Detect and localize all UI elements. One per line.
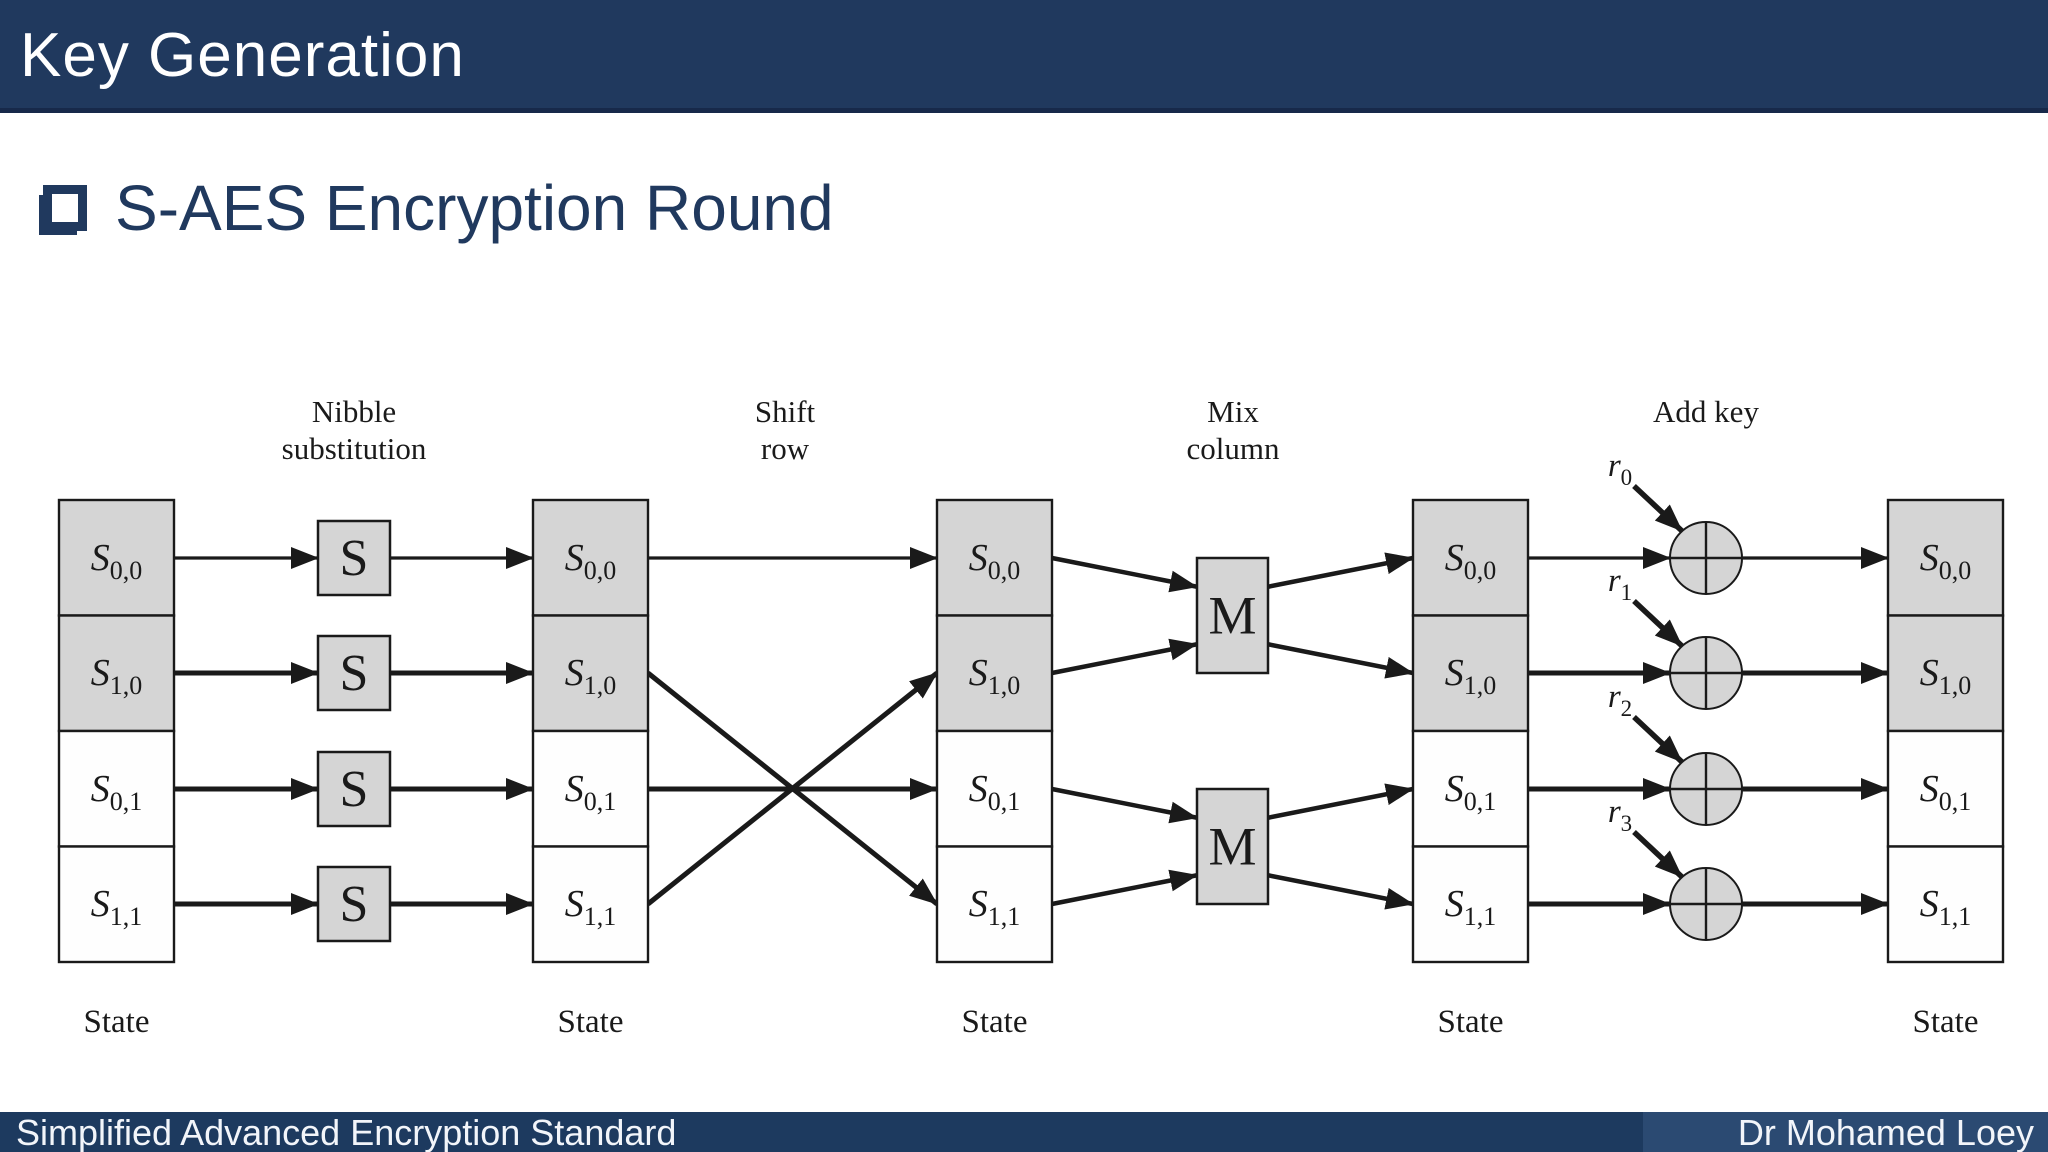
section-title: S-AES Encryption Round xyxy=(115,172,834,244)
sbox xyxy=(316,519,392,597)
sbox xyxy=(316,634,392,712)
stage-label: Shift xyxy=(755,394,816,429)
state-cell-label: S0,1 xyxy=(1920,768,1972,816)
stage-label: substitution xyxy=(282,431,427,466)
round-key-arrow xyxy=(1632,598,1684,649)
section-title-row: S-AES Encryption Round xyxy=(43,172,834,244)
state-cell xyxy=(935,845,1054,964)
slide-header-bar: Key Generation xyxy=(0,0,2048,113)
state-cell-label: S1,1 xyxy=(1920,883,1972,931)
state-cell-label: S0,0 xyxy=(1920,537,1972,585)
sbox-label: S xyxy=(340,530,369,587)
state-cell xyxy=(57,729,176,848)
round-key-label: r3 xyxy=(1608,794,1632,836)
stage-label: column xyxy=(1187,431,1280,466)
slide-footer-bar: Simplified Advanced Encryption Standard … xyxy=(0,1112,2048,1152)
state-cell-label: S0,1 xyxy=(969,768,1021,816)
state-cell xyxy=(531,614,650,733)
arrow-state3-to-mbox xyxy=(1051,638,1198,676)
arrow-mbox-to-state4 xyxy=(1267,642,1414,679)
state-cell xyxy=(57,614,176,733)
stage-label: Add key xyxy=(1653,394,1759,429)
state-cell xyxy=(1411,845,1530,964)
state-cell-label: S1,1 xyxy=(565,883,617,931)
state-cell-label: S1,0 xyxy=(1920,652,1972,700)
state-cell xyxy=(531,845,650,964)
state-cell-label: S1,0 xyxy=(565,652,617,700)
round-key-arrow xyxy=(1632,829,1684,880)
slide-title: Key Generation xyxy=(20,21,465,90)
state-cell xyxy=(935,729,1054,848)
mix-column-box xyxy=(1195,787,1270,906)
state-cell-label: S0,0 xyxy=(91,537,143,585)
arrow-mbox-to-state4 xyxy=(1267,873,1414,910)
sbox-label: S xyxy=(340,645,369,702)
state-cell-label: S0,1 xyxy=(91,768,143,816)
state-cell xyxy=(57,498,176,617)
state-caption: State xyxy=(558,1004,624,1040)
state-cell-label: S1,1 xyxy=(1445,883,1497,931)
state-cell-label: S1,1 xyxy=(91,883,143,931)
stage-label: Mix xyxy=(1207,394,1259,429)
state-cell xyxy=(1886,845,2005,964)
state-cell xyxy=(935,614,1054,733)
state-cell-label: S0,1 xyxy=(565,768,617,816)
state-cell xyxy=(1411,729,1530,848)
square-bullet-icon xyxy=(43,185,87,231)
mix-column-box-label: M xyxy=(1208,817,1256,877)
state-cell-label: S1,0 xyxy=(969,652,1021,700)
sbox-label: S xyxy=(340,761,369,818)
arrow-state3-to-mbox xyxy=(1051,869,1198,907)
round-key-label: r2 xyxy=(1608,679,1632,721)
state-cell xyxy=(531,498,650,617)
state-cell xyxy=(1411,614,1530,733)
state-cell-label: S0,1 xyxy=(1445,768,1497,816)
state-cell xyxy=(1886,729,2005,848)
mix-column-box-label: M xyxy=(1208,586,1256,646)
state-cell-label: S0,0 xyxy=(1445,537,1497,585)
state-cell xyxy=(1886,498,2005,617)
sbox-label: S xyxy=(340,876,369,933)
sbox xyxy=(316,750,392,828)
round-key-label: r1 xyxy=(1608,563,1632,605)
state-cell xyxy=(57,845,176,964)
footer-author-box: Dr Mohamed Loey xyxy=(1643,1112,2048,1152)
state-caption: State xyxy=(962,1004,1028,1040)
state-cell-label: S1,0 xyxy=(91,652,143,700)
state-cell-label: S1,1 xyxy=(969,883,1021,931)
shift-row-arrow xyxy=(646,671,939,906)
arrow-state3-to-mbox xyxy=(1051,555,1198,593)
footer-author: Dr Mohamed Loey xyxy=(1737,1112,2034,1152)
state-caption: State xyxy=(84,1004,150,1040)
arrow-state3-to-mbox xyxy=(1051,786,1198,824)
state-caption: State xyxy=(1438,1004,1504,1040)
round-key-arrow xyxy=(1632,483,1684,534)
round-key-label: r0 xyxy=(1608,448,1632,490)
stage-label: Nibble xyxy=(312,394,396,429)
mix-column-box xyxy=(1195,556,1270,675)
state-caption: State xyxy=(1913,1004,1979,1040)
state-cell xyxy=(935,498,1054,617)
arrow-mbox-to-state4 xyxy=(1267,783,1414,820)
arrow-mbox-to-state4 xyxy=(1267,552,1414,589)
sbox xyxy=(316,865,392,943)
stage-label: row xyxy=(761,431,810,466)
state-cell-label: S1,0 xyxy=(1445,652,1497,700)
state-cell-label: S0,0 xyxy=(969,537,1021,585)
footer-course-title: Simplified Advanced Encryption Standard xyxy=(16,1112,677,1152)
state-cell-label: S0,0 xyxy=(565,537,617,585)
round-key-arrow xyxy=(1632,714,1684,765)
